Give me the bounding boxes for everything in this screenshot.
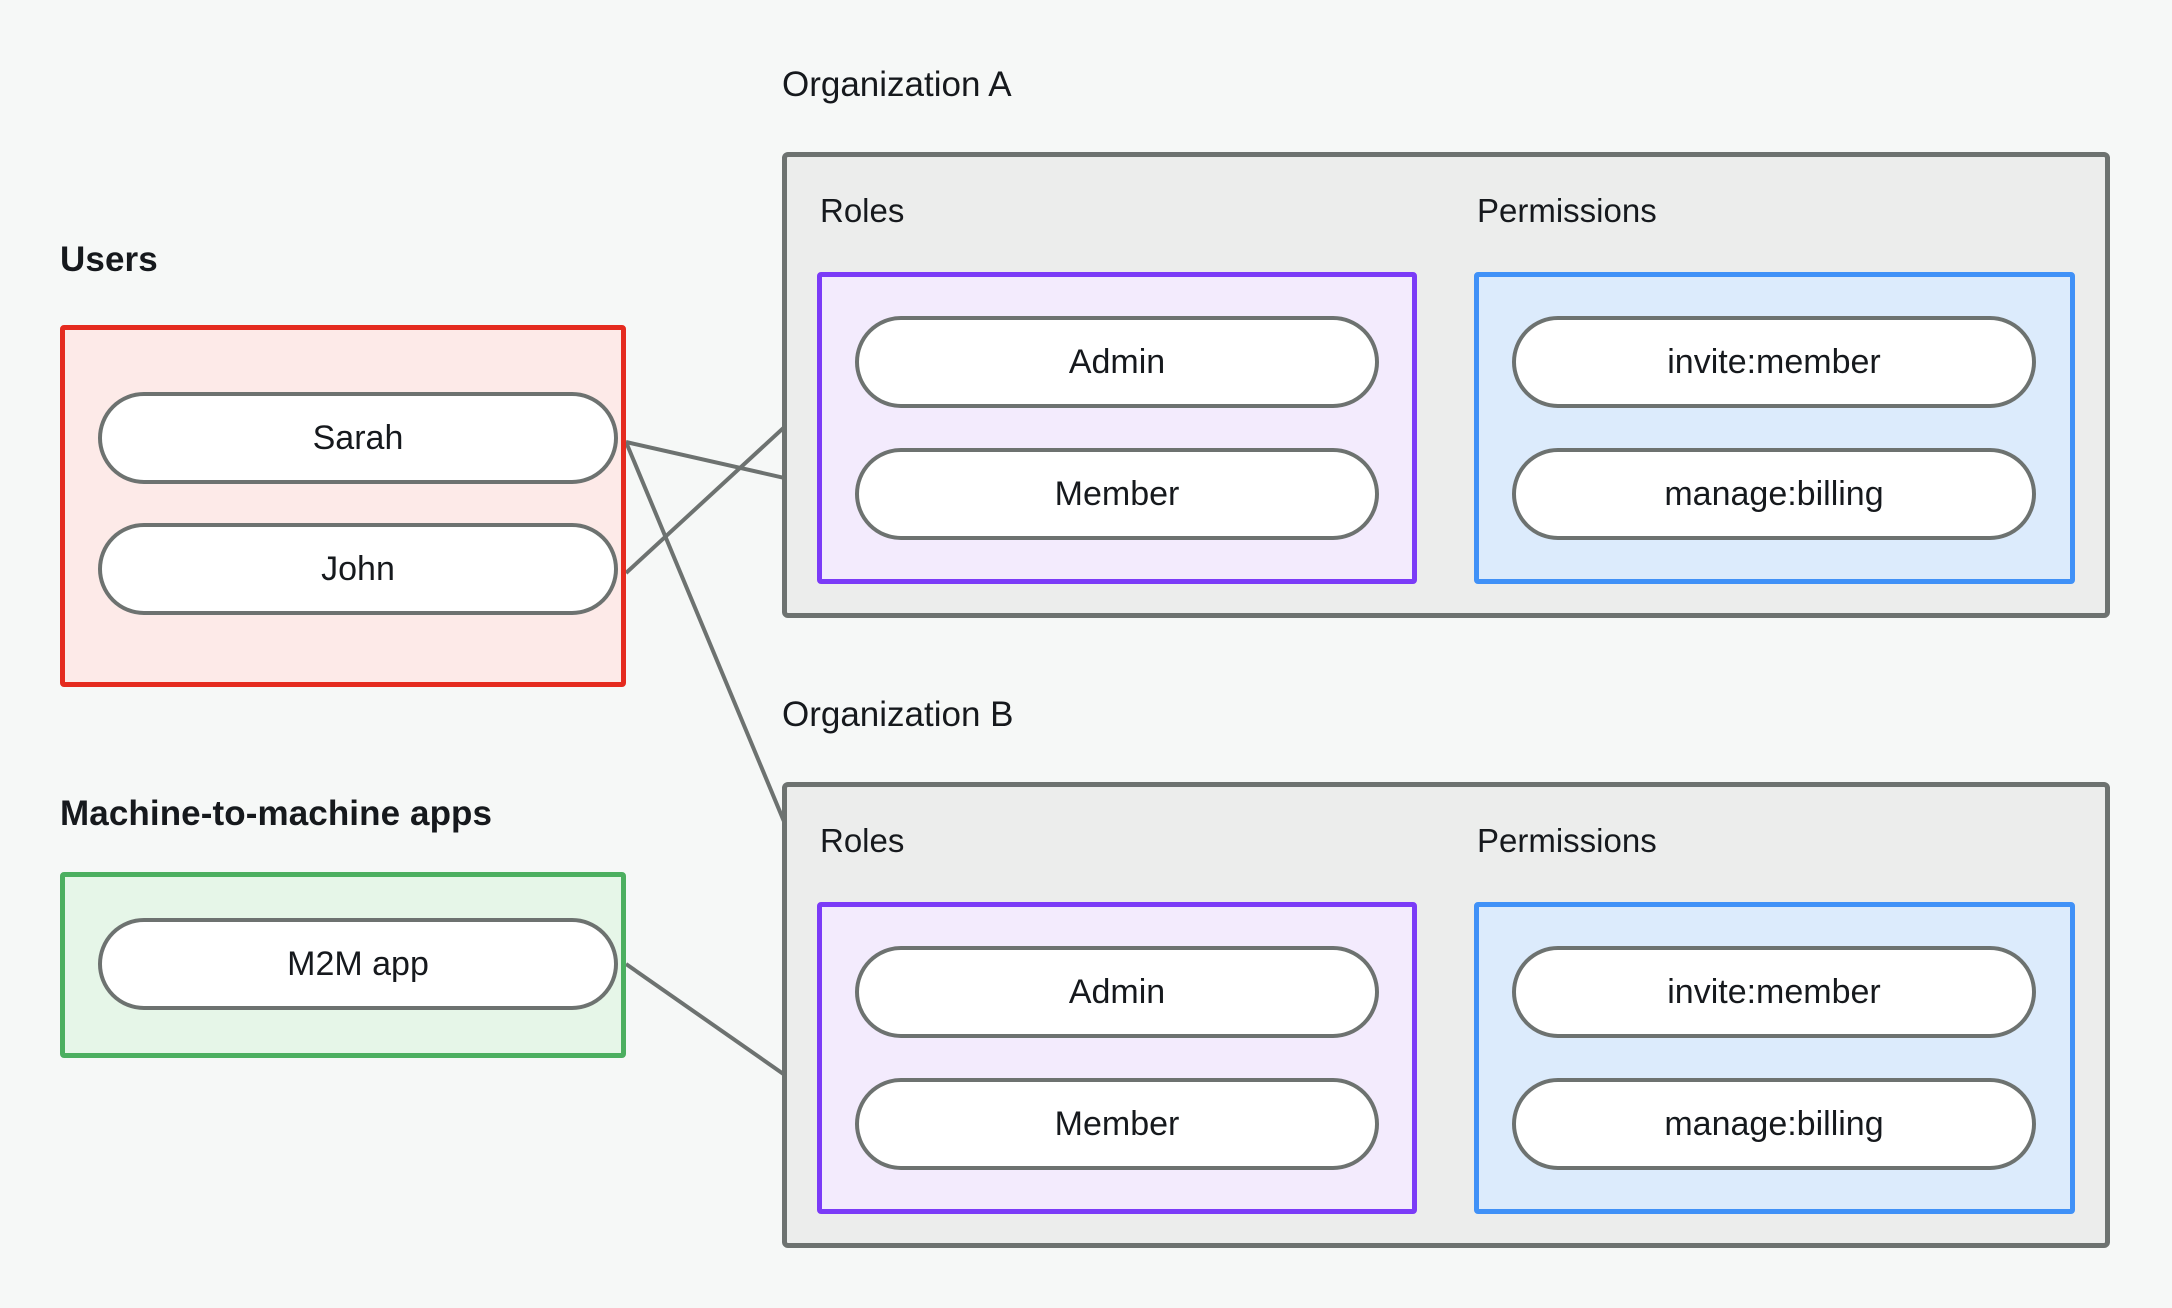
node-org-a-role-admin[interactable]: Admin [855,316,1379,408]
org-a-permissions-label: Permissions [1477,192,1657,229]
org-b-roles-label: Roles [820,822,905,859]
node-org-b-role-admin[interactable]: Admin [855,946,1379,1038]
org-a-roles-label: Roles [820,192,905,229]
users-container [60,325,626,687]
node-user-john[interactable]: John [98,523,618,615]
org-b-label: Organization B [782,695,1014,734]
org-b-permissions-label: Permissions [1477,822,1657,859]
org-a-label: Organization A [782,65,1012,104]
node-m2m-app[interactable]: M2M app [98,918,618,1010]
node-org-a-permission-invite-member[interactable]: invite:member [1512,316,2036,408]
node-org-b-role-member[interactable]: Member [855,1078,1379,1170]
node-user-sarah[interactable]: Sarah [98,392,618,484]
users-group-label: Users [60,240,158,279]
node-org-a-role-member[interactable]: Member [855,448,1379,540]
node-org-a-permission-manage-billing[interactable]: manage:billing [1512,448,2036,540]
node-org-b-permission-invite-member[interactable]: invite:member [1512,946,2036,1038]
node-org-b-permission-manage-billing[interactable]: manage:billing [1512,1078,2036,1170]
m2m-group-label: Machine-to-machine apps [60,794,493,833]
